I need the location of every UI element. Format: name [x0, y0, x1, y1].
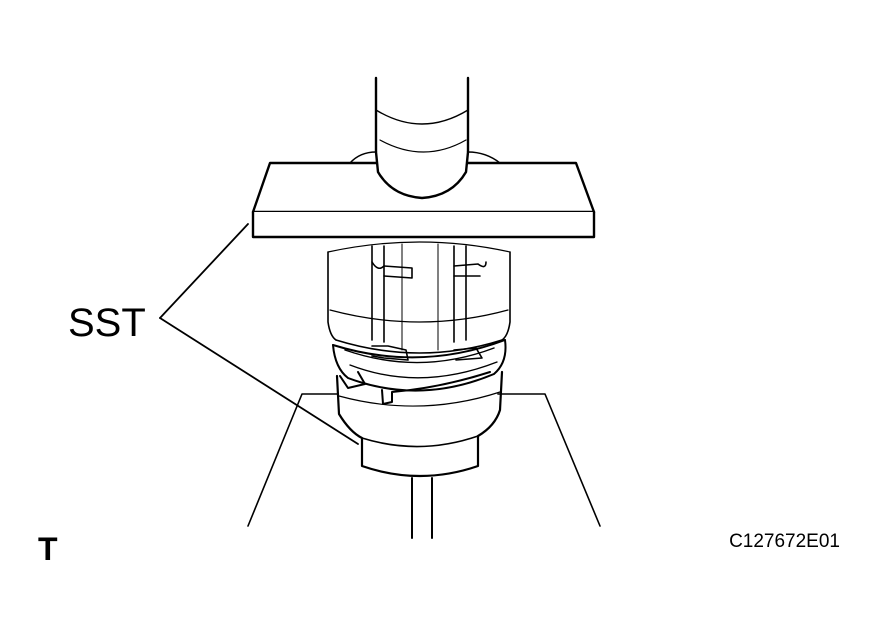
base-shaft — [411, 477, 433, 539]
figure-code: C127672E01 — [729, 531, 840, 552]
press-base — [247, 393, 601, 527]
sst-lower-holder — [335, 370, 504, 478]
sst-label: SST — [68, 301, 146, 345]
press-ram — [374, 76, 470, 154]
snap-ring — [332, 339, 507, 405]
component-body — [327, 241, 511, 361]
press-ram-tip — [374, 139, 470, 200]
corner-marker: T — [38, 531, 58, 567]
sst-callout-leaders — [159, 223, 359, 445]
